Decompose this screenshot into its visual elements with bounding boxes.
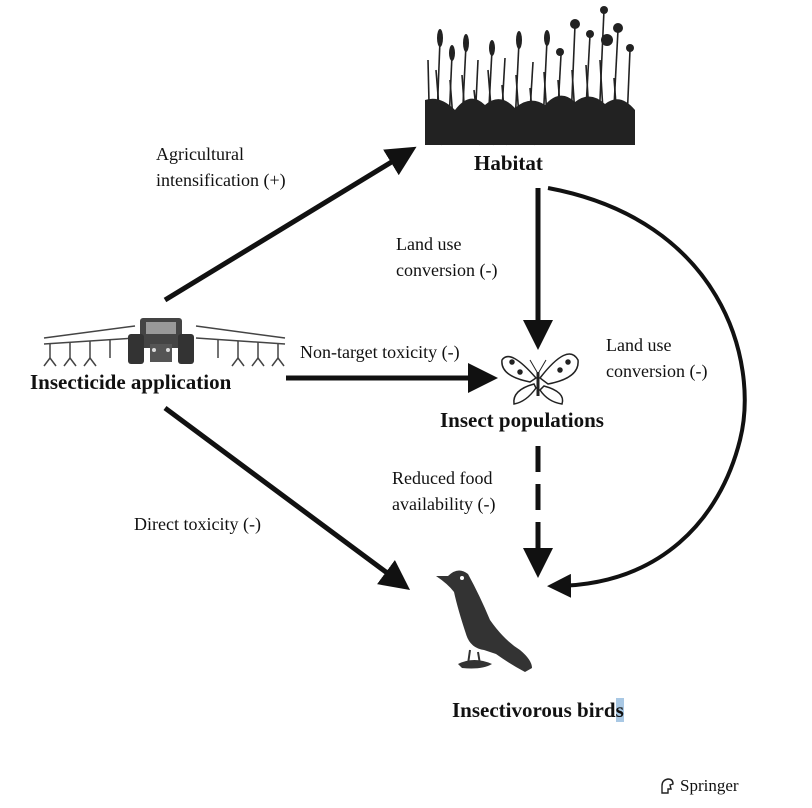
sprayer-tractor-icon (43, 318, 286, 367)
label-landuse1-line1: Land use (396, 234, 462, 254)
arrow-direct-toxicity (163, 405, 411, 590)
bird-icon (436, 570, 532, 672)
label-reduced-food-availability: Reduced food availability (-) (392, 465, 495, 517)
node-insectivorous-birds: Insectivorous birds (452, 698, 624, 723)
springer-horse-icon (661, 778, 674, 794)
springer-logo: Springer (658, 776, 739, 796)
birds-label-main: Insectivorous bird (452, 698, 616, 722)
label-direct-toxicity: Direct toxicity (-) (134, 514, 261, 534)
label-agricultural-intensification: Agricultural intensification (+) (156, 141, 286, 193)
node-insecticide-application: Insecticide application (30, 370, 232, 394)
label-land-use-conversion-2: Land use conversion (-) (606, 332, 707, 384)
label-land-use-conversion-1: Land use conversion (-) (396, 231, 497, 283)
habitat-grass-heads (425, 6, 635, 145)
label-food-line2: availability (-) (392, 494, 496, 514)
arrow-habitat-to-birds-curve (547, 186, 747, 598)
label-landuse1-line2: conversion (-) (396, 260, 498, 280)
label-nontarget-toxicity: Non-target toxicity (-) (300, 342, 460, 362)
label-landuse2-line1: Land use (606, 335, 672, 355)
birds-label-selection: s (615, 698, 624, 722)
arrow-agricultural-intensification (163, 146, 417, 303)
node-insect-populations: Insect populations (440, 408, 604, 432)
node-habitat: Habitat (474, 151, 543, 175)
label-landuse2-line2: conversion (-) (606, 361, 708, 381)
butterfly-icon (501, 353, 579, 405)
label-agri-line2: intensification (+) (156, 170, 286, 190)
springer-text: Springer (680, 776, 739, 795)
label-food-line1: Reduced food (392, 468, 493, 488)
label-agri-line1: Agricultural (156, 144, 244, 164)
